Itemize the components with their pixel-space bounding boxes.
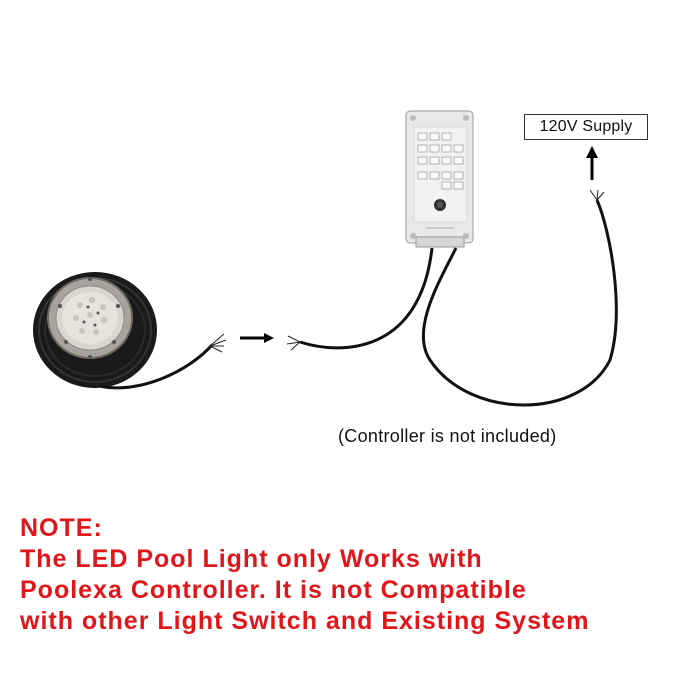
supply-label: 120V Supply	[524, 114, 648, 140]
arrow-up-icon	[586, 146, 598, 180]
arrow-right-icon	[240, 333, 274, 343]
note-line: with other Light Switch and Existing Sys…	[20, 607, 590, 635]
led-pool-light-icon	[33, 272, 214, 390]
wire-end-icon	[286, 189, 605, 351]
controller-cable	[299, 199, 618, 407]
note-line: The LED Pool Light only Works with	[20, 545, 483, 573]
wire-end-icon	[209, 333, 227, 353]
controller-caption: (Controller is not included)	[338, 426, 557, 446]
note-line: Poolexa Controller. It is not Compatible	[20, 576, 527, 604]
note-heading: NOTE:	[20, 514, 103, 542]
compatibility-note: NOTE: The LED Pool Light only Works with…	[20, 513, 589, 637]
controller-box-icon	[405, 110, 474, 248]
supply-label-text: 120V Supply	[539, 118, 633, 135]
